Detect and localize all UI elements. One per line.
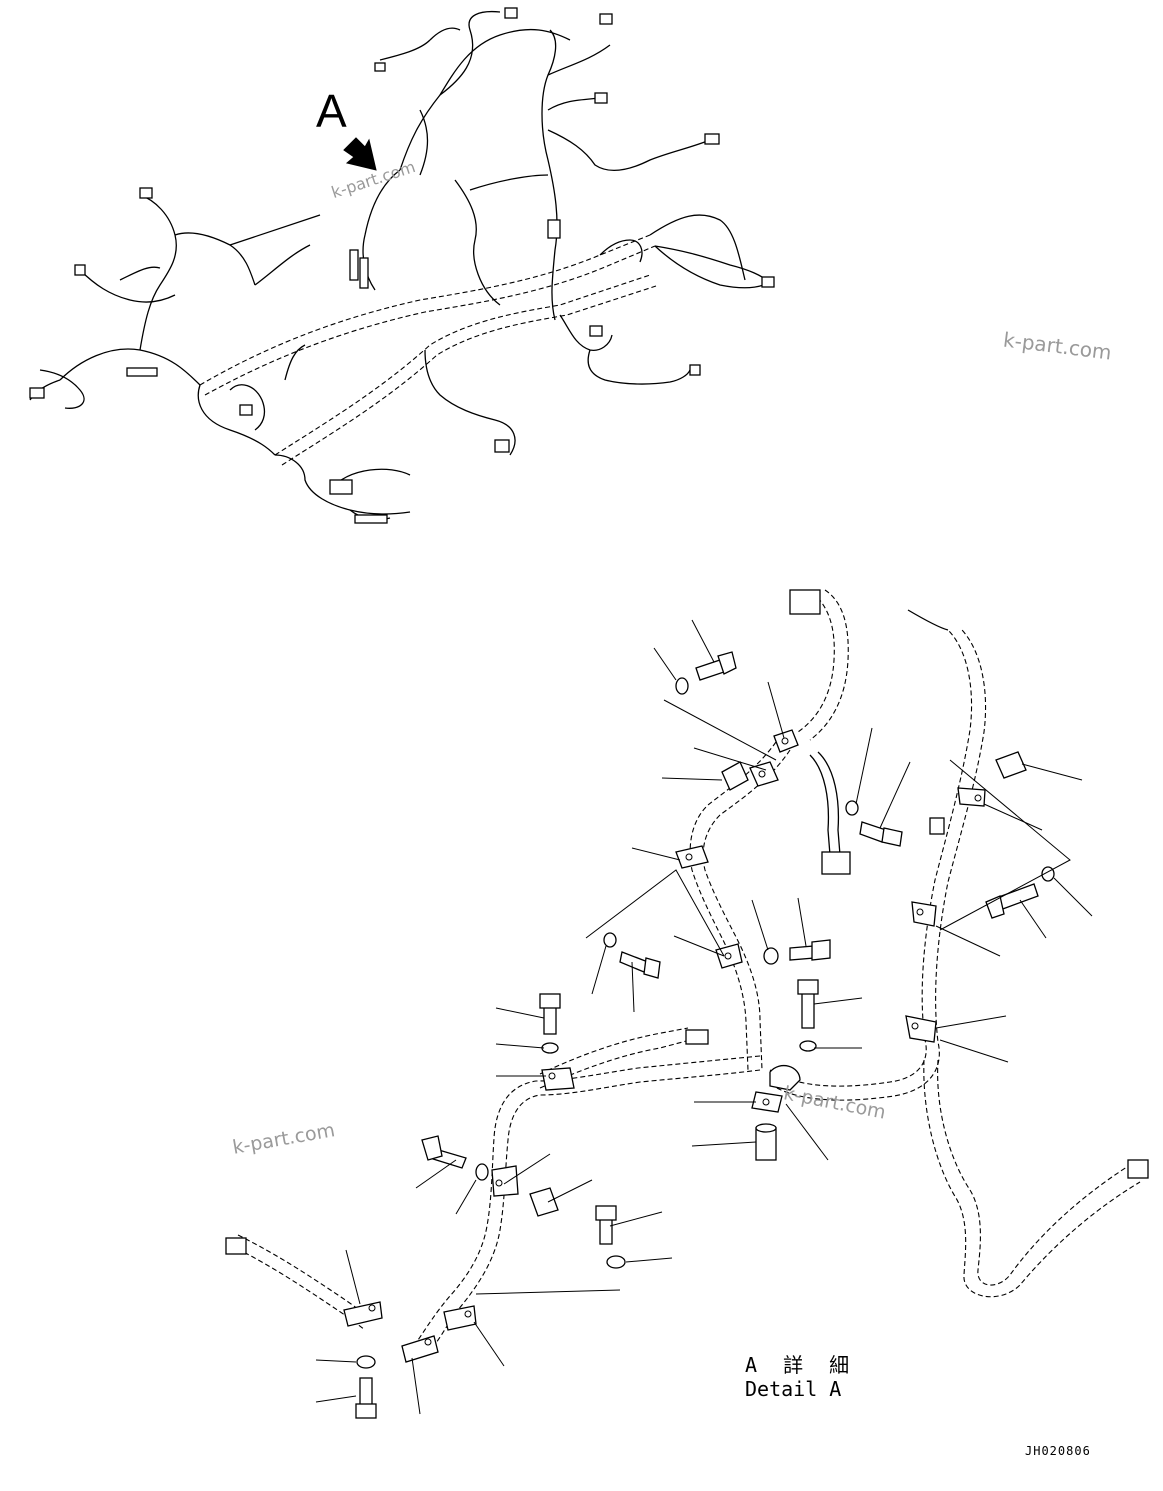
- detail-caption-japanese: A 詳 細: [745, 1353, 857, 1377]
- detail-caption-english: Detail A: [745, 1377, 842, 1401]
- view-marker-label: A: [316, 85, 347, 137]
- drawing-code: JH020806: [1025, 1444, 1091, 1458]
- overview-harness: [29, 7, 775, 524]
- detail-a-harness: [225, 589, 1149, 1419]
- down-right-arrow-icon: [343, 137, 377, 171]
